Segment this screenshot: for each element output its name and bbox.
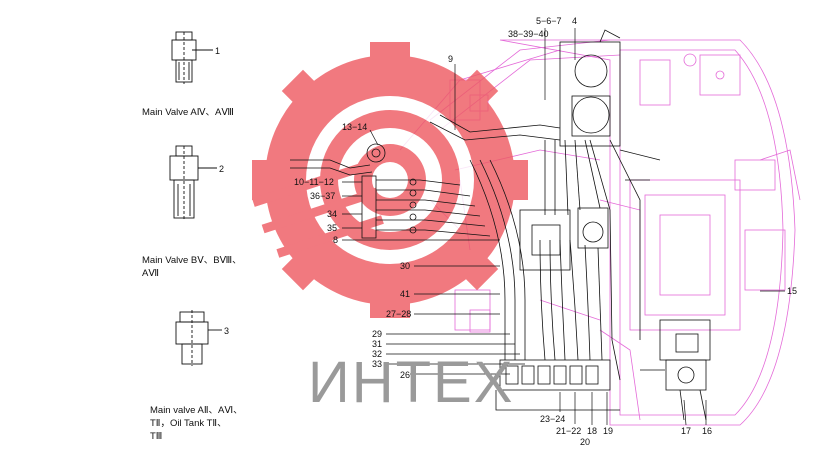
label-4: 4	[572, 16, 577, 26]
caption-valve-3: Main valve AⅡ、AⅥ、 TⅡ，Oil Tank TⅡ、 TⅢ	[150, 404, 243, 443]
label-10-11-12: 10−11−12	[294, 177, 334, 187]
fitting-2-drawing	[169, 145, 217, 220]
label-8: 8	[333, 235, 338, 245]
watermark-text: ИНТЕХ	[308, 350, 514, 415]
caption-valve-2-line-2: AⅦ	[142, 268, 159, 279]
label-23-24: 23−24	[540, 414, 565, 424]
label-9: 9	[448, 54, 453, 64]
caption-valve-2: Main Valve BⅤ、BⅧ、 AⅦ	[142, 254, 242, 280]
label-20: 20	[580, 437, 590, 447]
label-19: 19	[603, 426, 613, 436]
label-30: 30	[400, 261, 410, 271]
label-41: 41	[400, 289, 410, 299]
label-17: 17	[681, 426, 691, 436]
label-32: 32	[372, 349, 382, 359]
caption-valve-1: Main Valve AⅣ、AⅧ	[142, 106, 234, 119]
label-36-37: 36−37	[310, 191, 335, 201]
caption-valve-3-line-1: Main valve AⅡ、AⅥ、	[150, 405, 243, 416]
label-35: 35	[327, 223, 337, 233]
fitting-number-2: 2	[219, 164, 224, 174]
label-15: 15	[787, 286, 797, 296]
label-34: 34	[327, 209, 337, 219]
label-16: 16	[702, 426, 712, 436]
fitting-3-drawing	[175, 310, 222, 366]
label-31: 31	[372, 339, 382, 349]
label-27-28: 27−28	[386, 309, 411, 319]
caption-valve-2-line-1: Main Valve BⅤ、BⅧ、	[142, 255, 242, 266]
label-21-22: 21−22	[556, 426, 581, 436]
caption-valve-3-line-3: TⅢ	[150, 431, 163, 442]
label-13-14: 13−14	[342, 122, 367, 132]
fitting-number-3: 3	[224, 326, 229, 336]
piping-and-valves	[290, 29, 711, 421]
label-29: 29	[372, 329, 382, 339]
label-5-6-7: 5−6−7	[536, 16, 562, 26]
fitting-number-1: 1	[215, 46, 220, 56]
leader-lines	[342, 28, 785, 426]
label-38-39-40: 38−39−40	[508, 29, 549, 39]
part-labels: 5−6−7 4 38−39−40 9 13−14 10−11−12 36−37 …	[294, 16, 797, 447]
fitting-1-drawing	[171, 31, 213, 84]
label-26: 26	[400, 370, 410, 380]
label-18: 18	[587, 426, 597, 436]
label-33: 33	[372, 359, 382, 369]
caption-valve-3-line-2: TⅡ，Oil Tank TⅡ、	[150, 418, 227, 429]
caption-valve-1-text: Main Valve AⅣ、AⅧ	[142, 107, 234, 118]
